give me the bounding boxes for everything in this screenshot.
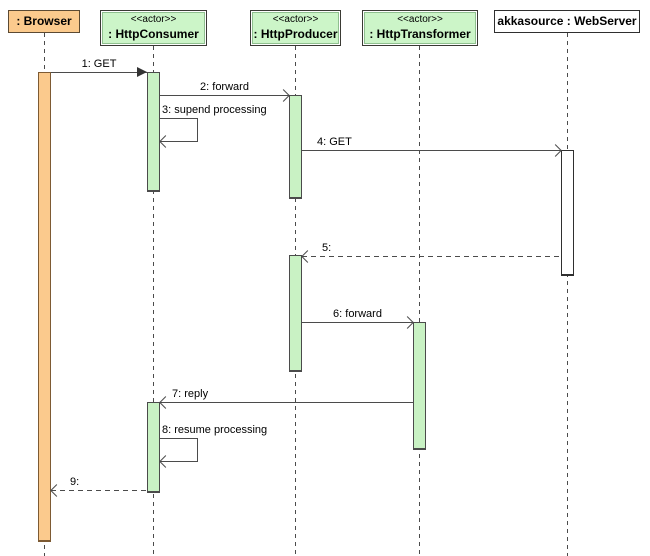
participant-name: : Browser <box>16 14 72 28</box>
message-4-label: 4: GET <box>317 136 352 148</box>
participant-name: : HttpTransformer <box>369 26 471 41</box>
message-1-label: 1: GET <box>81 58 117 70</box>
message-8-self-loop <box>160 438 198 462</box>
activation-httpconsumer-1 <box>147 72 160 192</box>
message-9-label: 9: <box>70 476 80 488</box>
message-3-label: 3: supend processing <box>162 104 267 116</box>
activation-httpproducer-1 <box>289 95 302 199</box>
message-6-label: 6: forward <box>333 308 382 320</box>
message-1-filled-arrowhead-icon <box>137 67 147 77</box>
activation-httpconsumer-2 <box>147 402 160 493</box>
message-1-line <box>51 72 147 73</box>
message-9-open-arrowhead-icon <box>50 484 63 497</box>
message-4-line <box>302 150 561 151</box>
participant-name: akkasource : WebServer <box>497 14 637 28</box>
activation-httptransformer <box>413 322 426 450</box>
message-9-line <box>51 490 147 491</box>
message-5-open-arrowhead-icon <box>301 250 314 263</box>
lifeline-webserver <box>567 33 568 556</box>
activation-httpproducer-2 <box>289 255 302 372</box>
message-3-self-loop <box>160 118 198 142</box>
participant-box-httptransformer: <<actor>> : HttpTransformer <box>362 10 478 46</box>
participant-box-webserver: akkasource : WebServer <box>494 10 640 33</box>
message-7-line <box>160 402 413 403</box>
activation-webserver <box>561 150 574 276</box>
message-7-label: 7: reply <box>172 388 209 400</box>
lifeline-httpconsumer <box>153 46 154 556</box>
activation-browser <box>38 72 51 542</box>
participant-name: : HttpProducer <box>253 26 338 41</box>
message-4-open-arrowhead-icon <box>549 144 562 157</box>
participant-box-httpconsumer: <<actor>> : HttpConsumer <box>100 10 207 46</box>
message-7-open-arrowhead-icon <box>159 396 172 409</box>
participant-box-browser: : Browser <box>8 10 80 33</box>
participant-box-httpproducer: <<actor>> : HttpProducer <box>250 10 341 46</box>
message-8-label: 8: resume processing <box>162 424 268 436</box>
lifeline-httptransformer <box>419 46 420 556</box>
message-5-line <box>302 256 561 257</box>
message-5-label: 5: <box>322 242 332 254</box>
participant-stereotype: <<actor>> <box>397 14 443 26</box>
message-6-line <box>302 322 413 323</box>
message-2-label: 2: forward <box>200 81 249 93</box>
participant-stereotype: <<actor>> <box>272 14 319 26</box>
message-2-line <box>160 95 289 96</box>
participant-stereotype: <<actor>> <box>130 14 177 26</box>
participant-name: : HttpConsumer <box>108 26 199 41</box>
